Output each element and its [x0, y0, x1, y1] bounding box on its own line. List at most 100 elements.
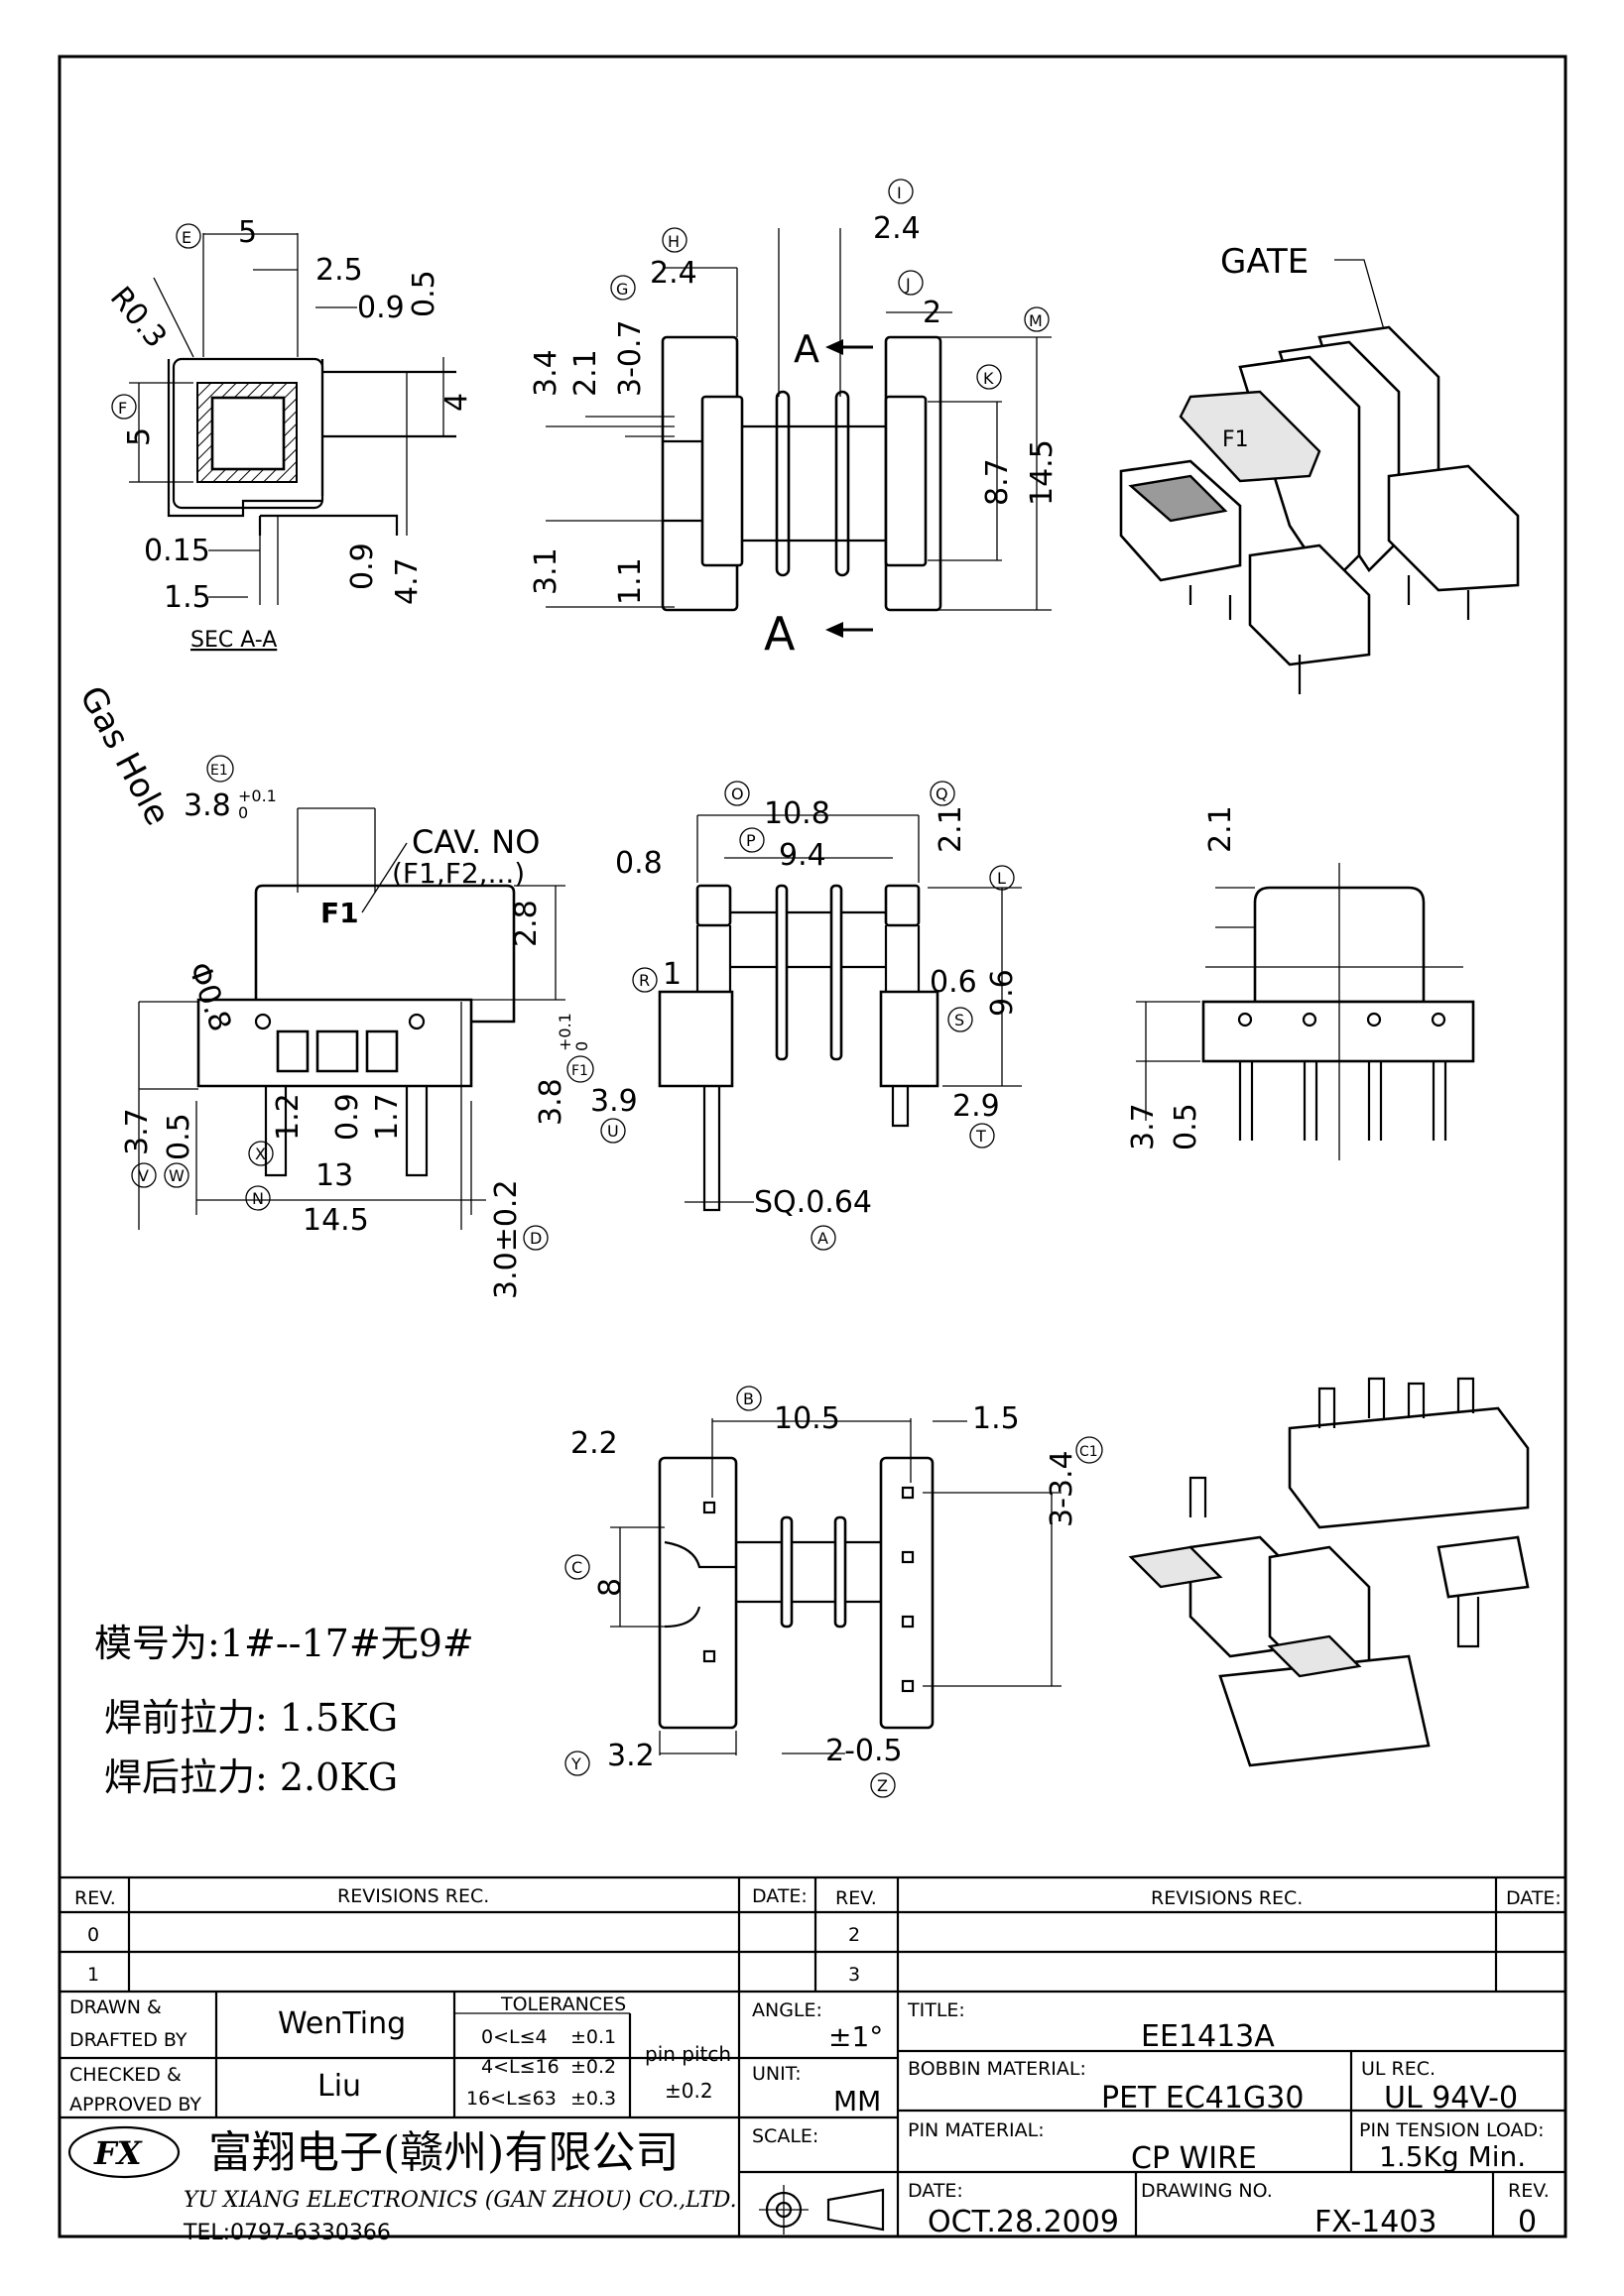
- dim: 0.9: [357, 291, 405, 325]
- svg-text:TOLERANCES: TOLERANCES: [500, 1994, 626, 2015]
- circle-label: Z: [870, 1772, 896, 1798]
- drawn-value: WenTing: [278, 2006, 406, 2041]
- svg-text:D: D: [530, 1229, 542, 1248]
- dim: 3.2: [607, 1739, 655, 1773]
- drawn-label: DRAFTED BY: [69, 2029, 187, 2051]
- svg-text:O: O: [731, 785, 744, 803]
- cav-mark: F1: [320, 897, 359, 929]
- svg-text:0: 0: [87, 1924, 99, 1946]
- dim: 3-0.7: [613, 319, 648, 397]
- svg-text:E: E: [182, 228, 191, 247]
- top-view: Gas Hole CAV. NO (F1,F2,...) F1 3.8 +0.1…: [71, 679, 591, 1299]
- dim: 3.9: [590, 1084, 638, 1119]
- circle-label: W: [164, 1162, 189, 1188]
- mold-note: 模号为:1#--17#无9#: [94, 1622, 474, 1665]
- dim: 0.5: [1169, 1103, 1203, 1150]
- svg-text:UL REC.: UL REC.: [1361, 2058, 1436, 2080]
- circle-label: B: [736, 1386, 762, 1411]
- svg-text:1: 1: [87, 1964, 99, 1986]
- dim: 3.4: [529, 349, 563, 397]
- dim: 10.8: [764, 796, 830, 831]
- circle-label: V: [131, 1162, 157, 1188]
- section-marker: A: [794, 327, 819, 371]
- svg-text:REVISIONS REC.: REVISIONS REC.: [1151, 1887, 1303, 1909]
- svg-text:REV.: REV.: [74, 1887, 116, 1909]
- svg-text:M: M: [1029, 311, 1043, 330]
- circle-label: R: [632, 967, 658, 993]
- dim: 4.7: [390, 557, 425, 605]
- svg-text:FX: FX: [93, 2134, 143, 2172]
- svg-text:±0.3: ±0.3: [570, 2088, 616, 2110]
- dim: 3.7: [120, 1108, 155, 1155]
- dim: 2.5: [315, 253, 363, 288]
- svg-text:MM: MM: [833, 2085, 881, 2117]
- svg-text:X: X: [255, 1145, 266, 1163]
- dim: 13: [315, 1158, 353, 1193]
- dim: 3.7: [1126, 1103, 1161, 1150]
- svg-text:PIN MATERIAL:: PIN MATERIAL:: [908, 2119, 1045, 2141]
- dim: 3-3.4: [1045, 1450, 1079, 1527]
- circle-labels: E F H G I J M K E1 F1 V W X N D O P Q L …: [111, 179, 1103, 1798]
- dim: 0: [572, 1041, 591, 1051]
- dim: +0.1: [238, 786, 277, 805]
- circle-label: E1: [206, 755, 234, 783]
- dim: 2.4: [650, 256, 697, 291]
- circle-label: Q: [930, 781, 955, 806]
- svg-text:R: R: [639, 971, 650, 990]
- company-name-cn: 富翔电子(赣州)有限公司: [208, 2127, 679, 2178]
- svg-text:±0.1: ±0.1: [570, 2026, 616, 2048]
- dim: 0.8: [615, 846, 663, 881]
- drawing-number: FX-1403: [1314, 2205, 1437, 2239]
- svg-text:PIN TENSION LOAD:: PIN TENSION LOAD:: [1359, 2119, 1545, 2141]
- dim: 0.9: [345, 543, 380, 590]
- svg-text:A: A: [817, 1229, 828, 1248]
- svg-text:H: H: [668, 232, 680, 251]
- svg-text:S: S: [954, 1011, 964, 1029]
- dim: 3.8: [534, 1078, 568, 1126]
- svg-text:UNIT:: UNIT:: [752, 2063, 802, 2085]
- circle-label: H: [662, 227, 687, 253]
- svg-text:Q: Q: [936, 785, 948, 803]
- front-view: A A 2.4 2.4 2 3.4 2.1 3-0.7 8.7 14.5 3.1…: [529, 211, 1060, 661]
- svg-text:0<L≤4: 0<L≤4: [481, 2026, 548, 2048]
- svg-text:G: G: [616, 280, 628, 299]
- sec-label: SEC A-A: [190, 628, 277, 653]
- svg-text:J: J: [905, 275, 911, 294]
- dim: 0.5: [407, 270, 441, 317]
- dim: 4: [439, 393, 474, 412]
- section-view: SEC A-A 5 2.5 0.5 0.9 R0.3 4 5 0.15 1.5 …: [103, 215, 474, 653]
- revision-table: REV. REVISIONS REC. DATE: REV. REVISIONS…: [60, 1875, 1565, 1994]
- dim: 5: [238, 215, 257, 250]
- svg-text:DRAWING NO.: DRAWING NO.: [1141, 2180, 1273, 2202]
- svg-text:U: U: [607, 1122, 619, 1141]
- svg-text:C1: C1: [1079, 1444, 1098, 1460]
- svg-text:ANGLE:: ANGLE:: [752, 1999, 822, 2021]
- cav-mark: F1: [1222, 427, 1249, 452]
- circle-label: X: [248, 1141, 274, 1166]
- svg-text:C: C: [571, 1558, 582, 1577]
- dim: 8.7: [980, 458, 1015, 506]
- company-logo-icon: FX: [67, 2125, 181, 2179]
- svg-text:±1°: ±1°: [828, 2020, 883, 2053]
- dim: 1.5: [164, 580, 211, 615]
- svg-text:16<L≤63: 16<L≤63: [466, 2088, 557, 2110]
- company-name-en: YU XIANG ELECTRONICS (GAN ZHOU) CO.,LTD.: [184, 2188, 737, 2213]
- circle-label: G: [610, 275, 636, 301]
- circle-label: C1: [1075, 1436, 1103, 1464]
- dim: 1.1: [613, 557, 648, 605]
- svg-text:SCALE:: SCALE:: [752, 2125, 818, 2147]
- svg-text:DATE:: DATE:: [1506, 1887, 1562, 1909]
- title-block: DRAWN & DRAFTED BY WenTing CHECKED & APP…: [60, 1992, 1565, 2245]
- svg-text:pin pitch: pin pitch: [645, 2042, 731, 2066]
- checked-label: APPROVED BY: [69, 2094, 201, 2115]
- date-value: OCT.28.2009: [928, 2205, 1119, 2239]
- circle-label: P: [739, 827, 765, 853]
- dim: 1.2: [271, 1093, 306, 1141]
- dim: +0.1: [556, 1013, 574, 1051]
- svg-text:±0.2: ±0.2: [665, 2079, 713, 2103]
- circle-label: O: [724, 781, 750, 806]
- circle-label: C: [564, 1554, 590, 1580]
- svg-text:4<L≤16: 4<L≤16: [481, 2056, 560, 2078]
- dim: 0.9: [330, 1093, 365, 1141]
- dim: 14.5: [303, 1203, 369, 1238]
